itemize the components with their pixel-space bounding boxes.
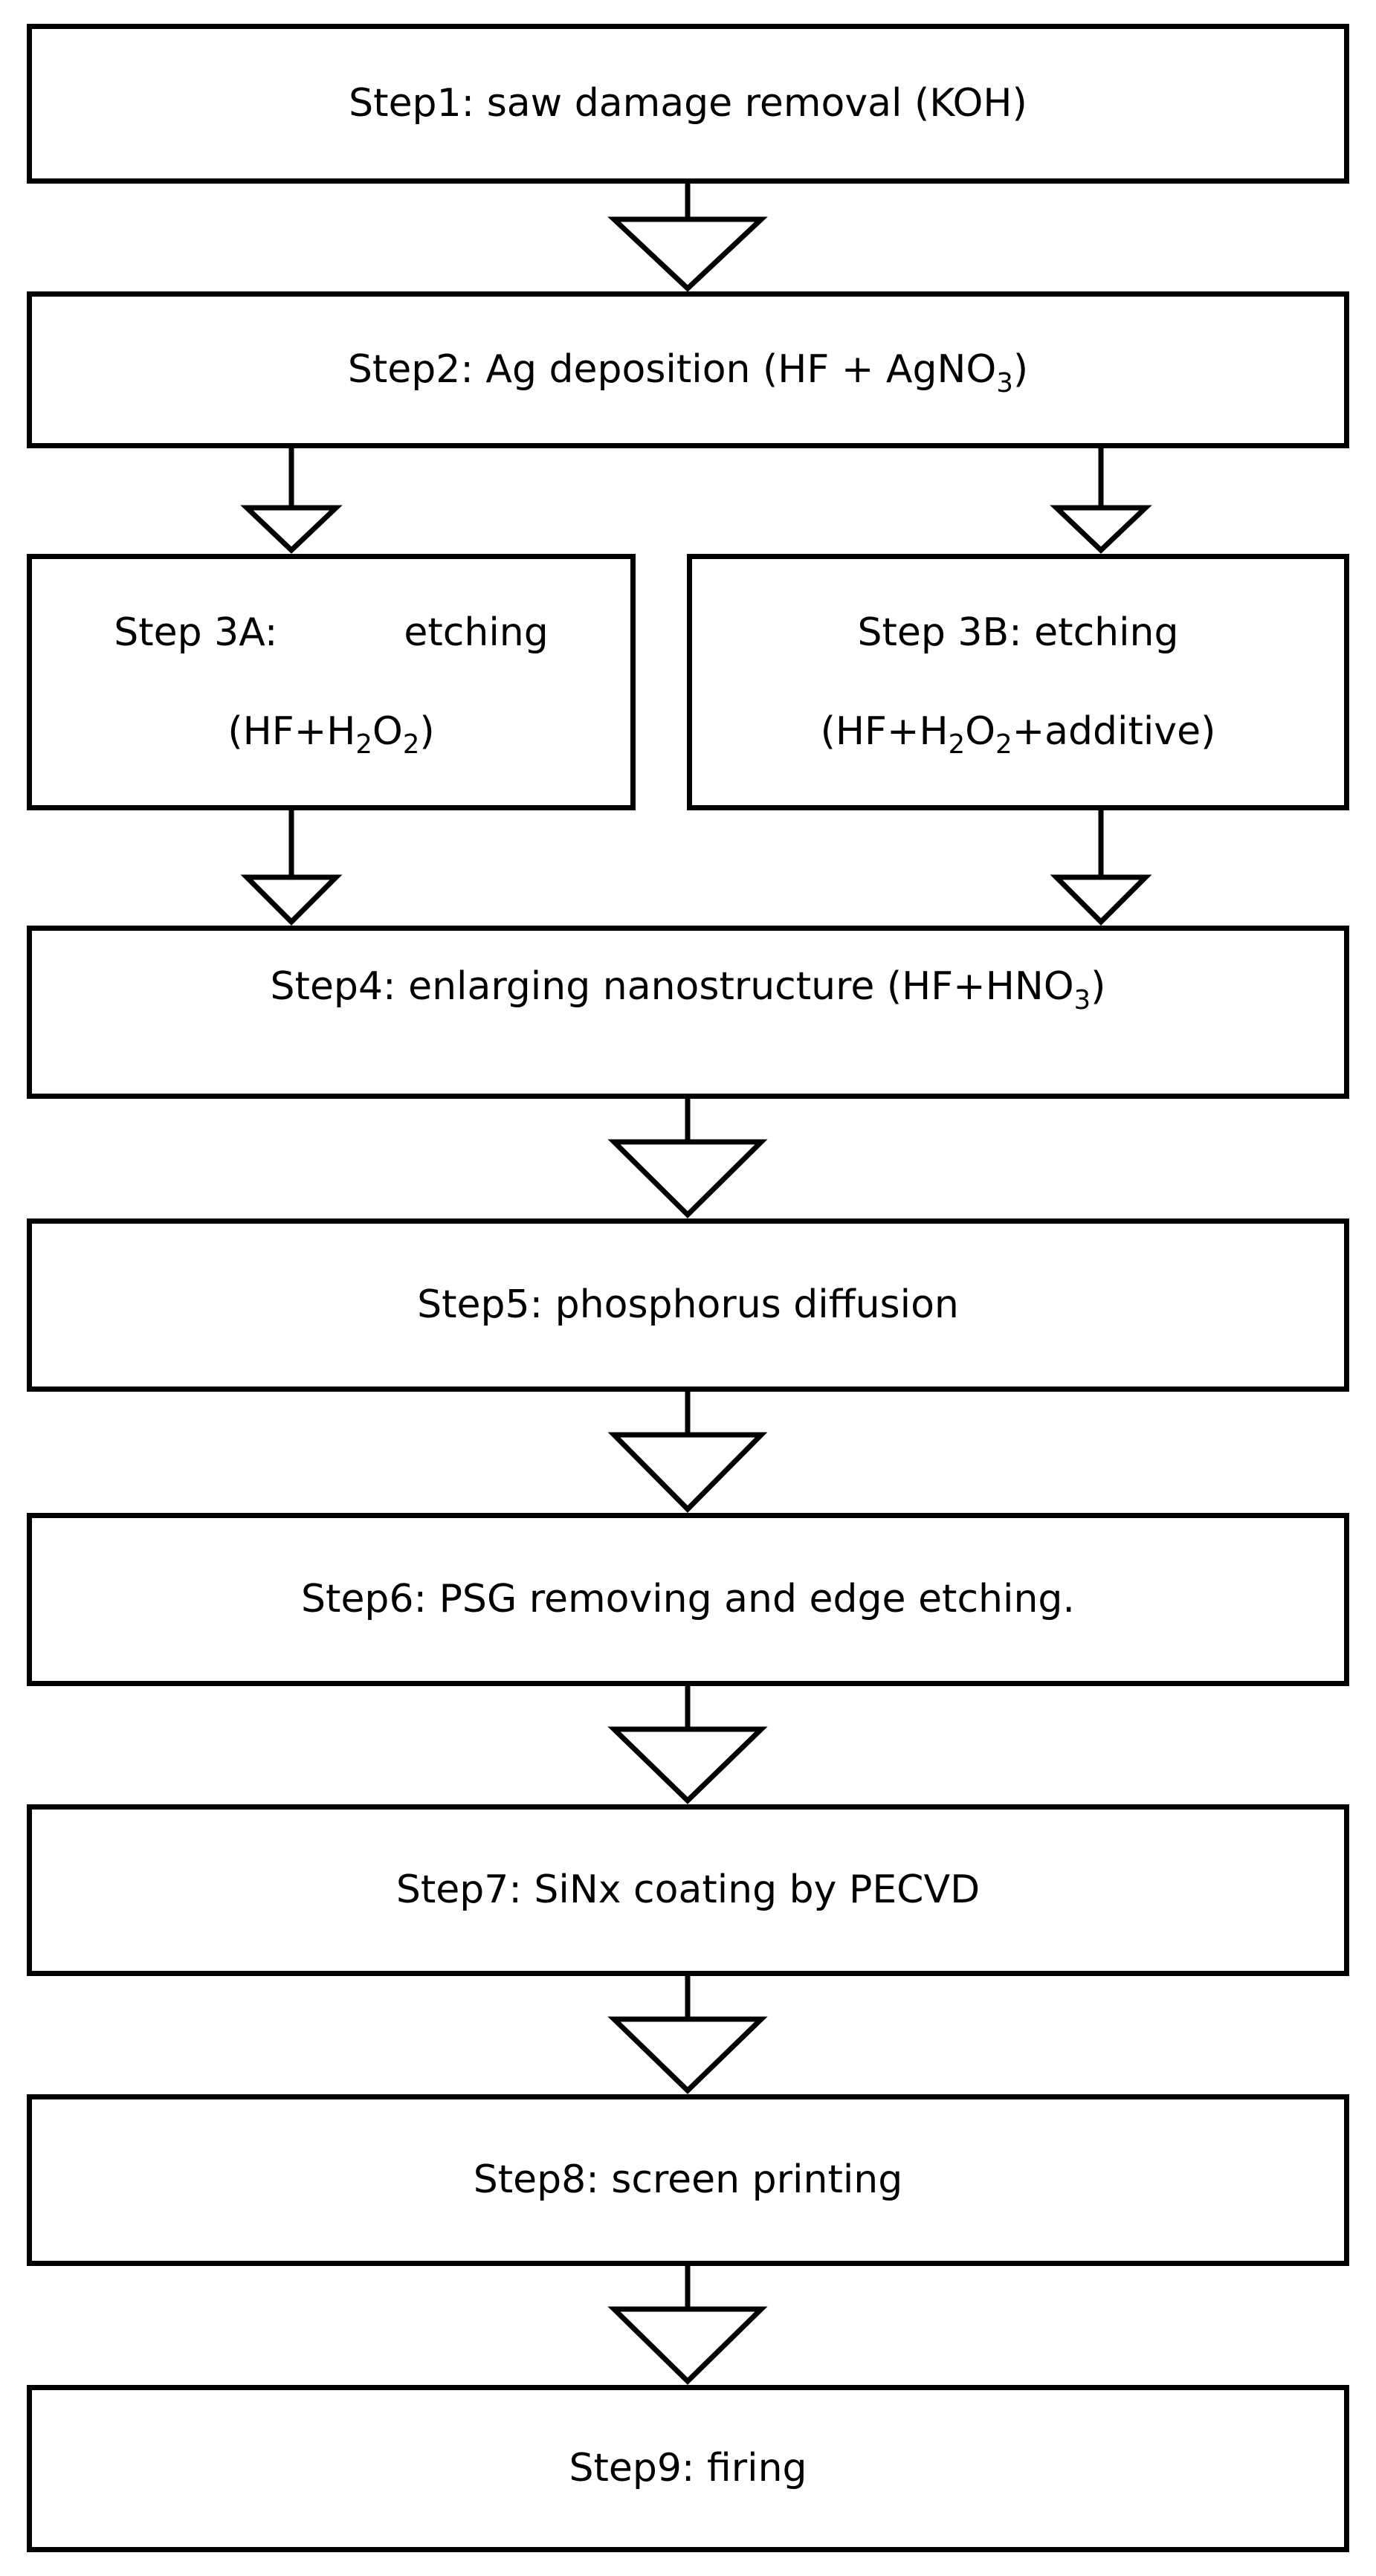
step3b-title: Step 3B: etching <box>857 610 1179 656</box>
arrow-head-6-7 <box>607 1726 768 1804</box>
step7-label: Step7: SiNx coating by PECVD <box>395 1868 981 1913</box>
step3a-chemistry: (HF+H2O2) <box>227 708 435 760</box>
step5-label: Step5: phosphorus diffusion <box>417 1282 959 1328</box>
arrow-head-2-3a <box>240 505 343 554</box>
step8-label: Step8: screen printing <box>473 2157 903 2203</box>
step2-box: Step2: Ag deposition (HF + AgNO3) <box>27 291 1349 448</box>
step3b-chemistry: (HF+H2O2+additive) <box>820 708 1216 760</box>
step7-box: Step7: SiNx coating by PECVD <box>27 1804 1349 1976</box>
step3a-title: Step 3A:etching <box>114 610 549 656</box>
step6-label: Step6: PSG removing and edge etching. <box>301 1577 1075 1622</box>
arrow-head-1-2 <box>607 216 768 292</box>
step3a-box: Step 3A:etching (HF+H2O2) <box>27 554 636 810</box>
arrow-head-4-5 <box>607 1139 768 1218</box>
arrow-head-3b-4 <box>1050 874 1152 926</box>
step4-label: Step4: enlarging nanostructure (HF+HNO3) <box>270 964 1106 1016</box>
step9-label: Step9: firing <box>569 2446 807 2491</box>
step6-box: Step6: PSG removing and edge etching. <box>27 1513 1349 1686</box>
step2-label: Step2: Ag deposition (HF + AgNO3) <box>347 347 1029 398</box>
step3b-box: Step 3B: etching (HF+H2O2+additive) <box>687 554 1349 810</box>
arrow-head-5-6 <box>607 1432 768 1513</box>
arrow-head-3a-4 <box>240 874 343 926</box>
arrow-head-7-8 <box>607 2016 768 2094</box>
step8-box: Step8: screen printing <box>27 2094 1349 2266</box>
arrow-head-8-9 <box>607 2306 768 2385</box>
arrow-head-2-3b <box>1050 505 1152 554</box>
step5-box: Step5: phosphorus diffusion <box>27 1218 1349 1392</box>
step9-box: Step9: firing <box>27 2385 1349 2552</box>
step4-box: Step4: enlarging nanostructure (HF+HNO3) <box>27 926 1349 1099</box>
step1-box: Step1: saw damage removal (KOH) <box>27 24 1349 184</box>
step1-label: Step1: saw damage removal (KOH) <box>349 81 1027 126</box>
